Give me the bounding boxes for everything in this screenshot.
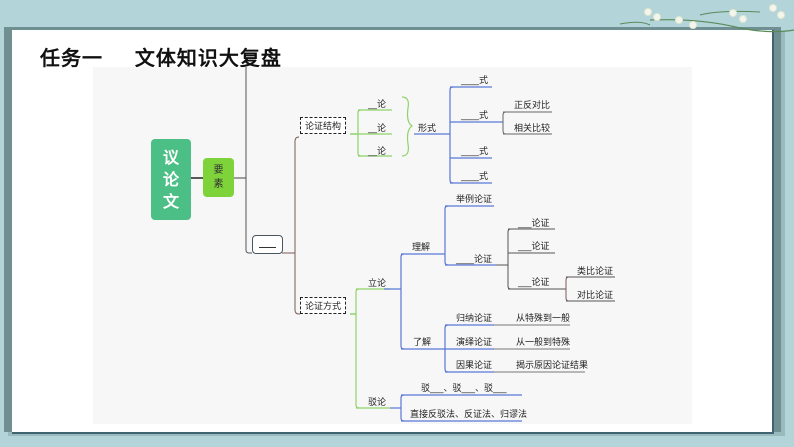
know-item-desc[interactable]: 从特殊到一般 [516,314,571,324]
refute-item[interactable]: 直接反驳法、反证法、归谬法 [410,410,528,420]
form-item[interactable]: ____式 [461,147,489,157]
root-node-argumentative-essay[interactable]: 议 论 文 [151,139,191,220]
blank-node[interactable] [252,235,283,254]
root-char: 文 [162,191,179,211]
elements-char: 要 [213,164,224,176]
understand-node[interactable]: 理解 [412,243,431,253]
know-item-desc[interactable]: 从一般到特殊 [516,338,571,348]
blossom-icon [654,14,660,20]
analogy-node[interactable]: 类比论证 [577,267,614,277]
mindmap-canvas [93,67,692,424]
form-item[interactable]: ____式 [461,172,489,182]
root-char: 论 [162,169,179,189]
blossom-icon [690,22,696,28]
methods-node[interactable]: 论证方式 [300,297,347,314]
curly-brace [401,96,414,157]
refute-node[interactable]: 驳论 [368,398,387,408]
understand-sub-item[interactable]: ___论证 [518,278,550,288]
form-child[interactable]: 正反对比 [514,101,551,111]
know-item[interactable]: 演绎论证 [456,338,493,348]
trunk-vertical [245,67,252,254]
elements-node[interactable]: 要 素 [203,158,234,197]
structure-bracket [357,109,362,157]
blossom-icon [770,5,776,11]
page-title: 任务一 文体知识大复盘 [40,46,282,70]
understand-item[interactable]: ____论证 [456,255,493,265]
form-item[interactable]: ____式 [461,111,489,121]
know-item[interactable]: 因果论证 [456,361,493,371]
blossom-icon [740,16,746,22]
form-node[interactable]: 形式 [418,124,437,134]
branch-vertical [294,136,300,315]
blossom-icon [730,10,736,16]
contrast-node[interactable]: 对比论证 [577,291,614,301]
refute-item[interactable]: 驳___、驳___、驳___ [421,384,507,394]
know-item-desc[interactable]: 揭示原因论证结果 [516,361,589,371]
blank-underline [259,247,276,248]
understand-sub-item[interactable]: ___论证 [518,219,550,229]
form-child[interactable]: 相关比较 [514,124,551,134]
structure-part[interactable]: __论 [368,124,387,134]
blossom-branch-decoration [619,10,794,33]
blossom-icon [778,12,784,18]
blossom-icon [676,17,682,23]
elements-char: 素 [213,178,224,190]
blossom-icon [645,9,651,15]
structure-node[interactable]: 论证结构 [300,117,347,134]
establish-node[interactable]: 立论 [368,279,387,289]
know-item[interactable]: 归纳论证 [456,314,493,324]
root-char: 议 [162,147,179,167]
understand-sub-item[interactable]: ___论证 [518,242,550,252]
know-node[interactable]: 了解 [413,338,432,348]
form-item[interactable]: ____式 [461,76,489,86]
structure-part[interactable]: __论 [368,147,387,157]
understand-item[interactable]: 举例论证 [456,195,493,205]
structure-part[interactable]: __论 [368,100,387,110]
